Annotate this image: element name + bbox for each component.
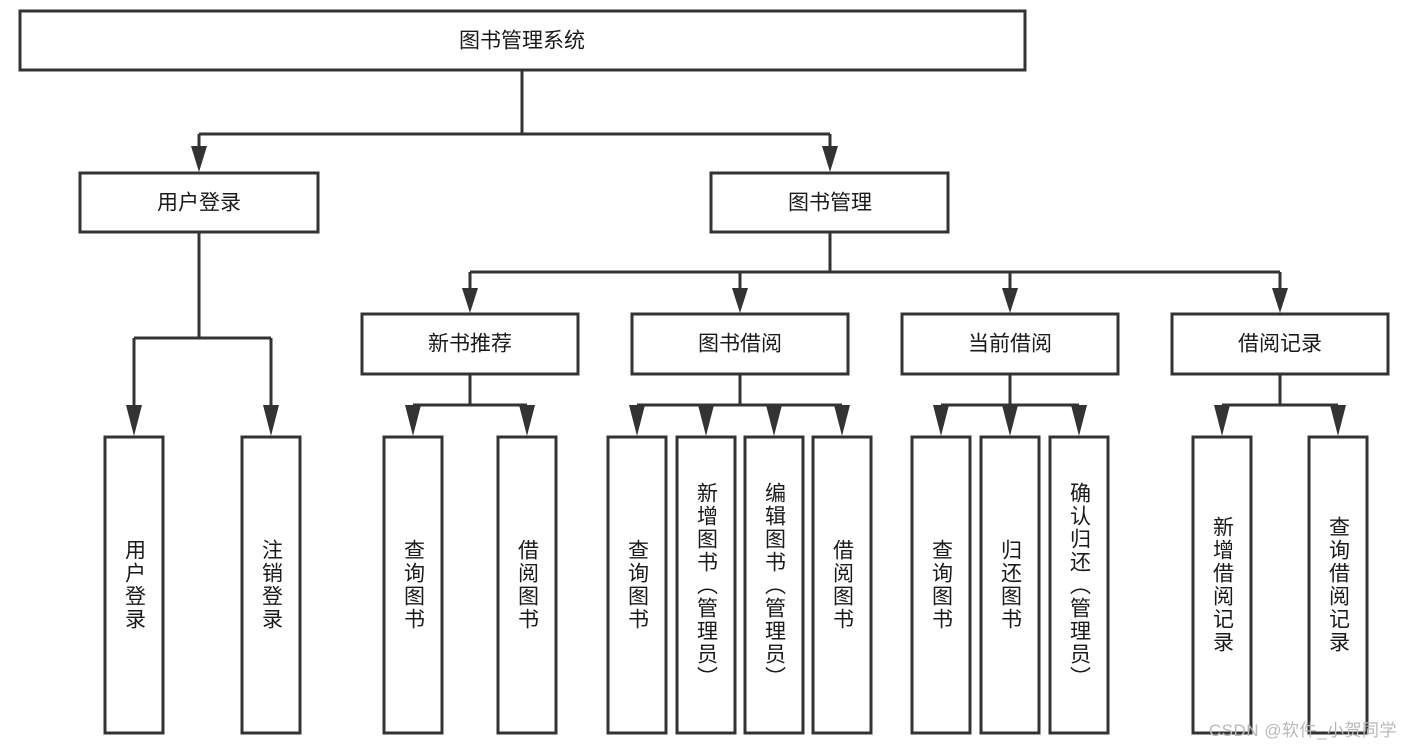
arrow-head-leaf-add-book [698, 405, 714, 436]
arrow-head-new-book-rec [462, 288, 478, 313]
node-root-label: 图书管理系统 [459, 30, 585, 53]
node-current-borrow-label: 当前借阅 [968, 333, 1052, 356]
node-leaf-query-book-2-box[interactable] [606, 435, 668, 735]
node-new-book-rec[interactable]: 新书推荐 [360, 312, 580, 376]
node-new-book-rec-box[interactable] [360, 312, 580, 376]
node-user-login-label: 用户登录 [157, 192, 241, 215]
node-leaf-return-book-box[interactable] [979, 435, 1041, 735]
arrow-head-leaf-query-book-1 [405, 405, 421, 436]
node-leaf-logout-box[interactable] [240, 435, 302, 735]
arrow-head-leaf-borrow-book-2 [834, 405, 850, 436]
node-book-borrow-label: 图书借阅 [698, 333, 782, 356]
arrow-head-borrow-record [1272, 288, 1288, 313]
node-leaf-user-login-box[interactable] [103, 435, 165, 735]
node-root[interactable]: 图书管理系统 [18, 9, 1027, 72]
node-root-box[interactable] [18, 9, 1027, 72]
arrow-head-leaf-query-record [1330, 405, 1346, 436]
arrow-head-current-borrow [1002, 288, 1018, 313]
node-leaf-edit-book-box[interactable] [743, 435, 805, 735]
arrow-head-leaf-return-book [1002, 405, 1018, 436]
node-leaf-borrow-book-2-box[interactable] [811, 435, 873, 735]
arrow-head-leaf-query-book-2 [629, 405, 645, 436]
node-current-borrow[interactable]: 当前借阅 [900, 312, 1120, 376]
node-leaf-add-record-box[interactable] [1191, 435, 1253, 735]
arrow-head-leaf-add-record [1214, 405, 1230, 436]
watermark: CSDN @软件_小贺同学 [1208, 721, 1397, 740]
arrow-head-leaf-confirm-return [1071, 405, 1087, 436]
connector-layer [126, 70, 1346, 436]
node-current-borrow-box[interactable] [900, 312, 1120, 376]
arrow-head-leaf-edit-book [766, 405, 782, 436]
node-book-manage-label: 图书管理 [788, 192, 872, 215]
node-book-borrow-box[interactable] [630, 312, 850, 376]
node-new-book-rec-label: 新书推荐 [428, 333, 512, 356]
arrow-head-leaf-query-book-3 [933, 405, 949, 436]
node-borrow-record-label: 借阅记录 [1238, 333, 1322, 356]
node-leaf-query-record-box[interactable] [1307, 435, 1369, 735]
node-leaf-query-book-1-box[interactable] [382, 435, 444, 735]
node-book-manage-box[interactable] [709, 171, 950, 234]
node-book-manage[interactable]: 图书管理 [709, 171, 950, 234]
node-borrow-record[interactable]: 借阅记录 [1170, 312, 1390, 376]
arrow-head-leaf-user-login [126, 405, 142, 436]
arrow-head-user-login [191, 146, 207, 172]
node-layer: 图书管理系统 用户登录 图书管理 新书推荐 图书借阅 当前 [18, 9, 1390, 735]
node-user-login-box[interactable] [78, 171, 320, 234]
node-leaf-query-book-3-box[interactable] [910, 435, 972, 735]
node-borrow-record-box[interactable] [1170, 312, 1390, 376]
node-leaf-borrow-book-1-box[interactable] [496, 435, 558, 735]
arrow-head-book-manage [822, 146, 838, 172]
node-user-login[interactable]: 用户登录 [78, 171, 320, 234]
node-leaf-add-book-box[interactable] [675, 435, 737, 735]
node-book-borrow[interactable]: 图书借阅 [630, 312, 850, 376]
arrow-head-leaf-logout [263, 405, 279, 436]
arrow-head-leaf-borrow-book-1 [519, 405, 535, 436]
node-leaf-confirm-return-box[interactable] [1048, 435, 1110, 735]
arrow-head-book-borrow [732, 288, 748, 313]
